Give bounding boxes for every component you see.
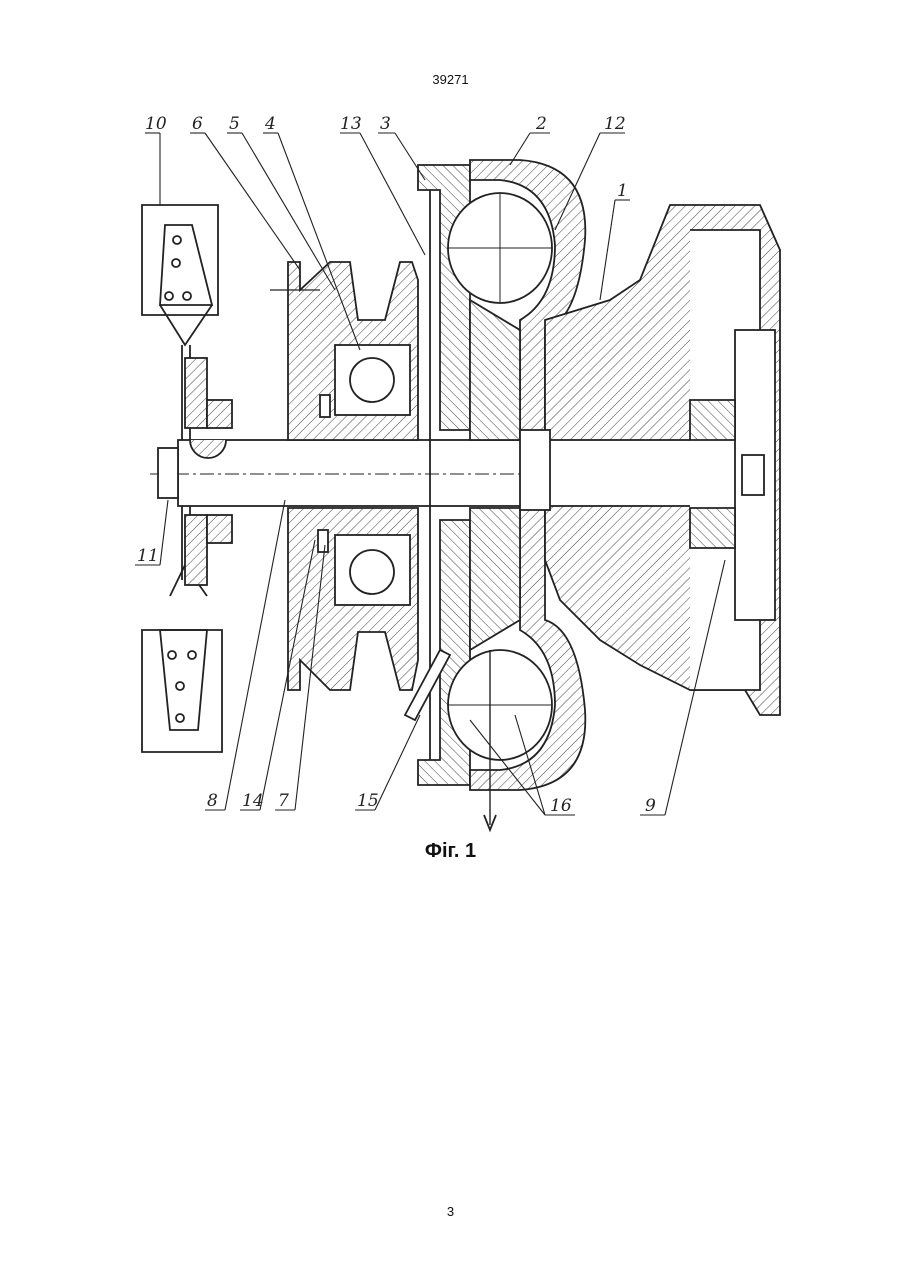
callout-8: 8 bbox=[207, 791, 218, 811]
callout-10: 10 bbox=[145, 114, 167, 134]
callout-7: 7 bbox=[278, 791, 289, 811]
fan-blade-lower bbox=[142, 565, 222, 752]
callout-12: 12 bbox=[604, 114, 626, 134]
callout-16: 16 bbox=[550, 796, 572, 816]
callout-3: 3 bbox=[380, 114, 391, 134]
figure-caption: Фіг. 1 bbox=[0, 840, 901, 863]
callout-13: 13 bbox=[340, 114, 362, 134]
callout-5: 5 bbox=[229, 114, 240, 134]
callout-14: 14 bbox=[242, 791, 264, 811]
callout-15: 15 bbox=[357, 791, 379, 811]
callout-1: 1 bbox=[617, 181, 628, 201]
callout-4: 4 bbox=[264, 114, 276, 134]
callout-11: 11 bbox=[137, 546, 159, 566]
page-number: 3 bbox=[0, 1204, 901, 1219]
callout-9: 9 bbox=[645, 796, 656, 816]
fan-blade-upper bbox=[142, 205, 218, 345]
callout-2: 2 bbox=[535, 114, 547, 134]
callout-6: 6 bbox=[192, 114, 203, 134]
